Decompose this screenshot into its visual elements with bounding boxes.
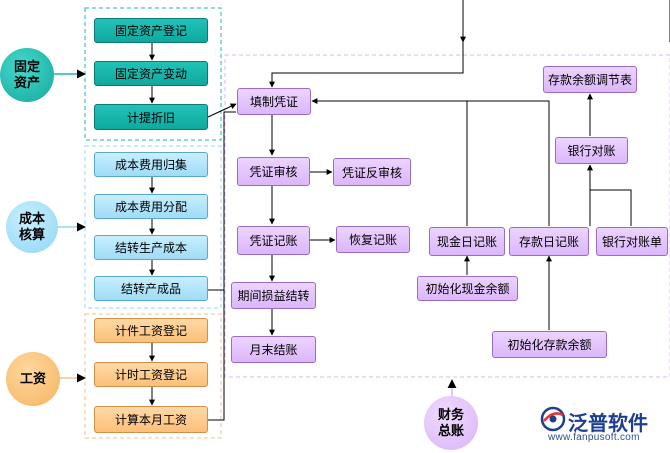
- line-cost-to-voucher: [208, 111, 236, 291]
- cost-accounting-label: 成本 核算: [18, 211, 45, 242]
- brand-name: 泛普软件: [568, 413, 648, 435]
- node-voucher-post[interactable]: 凭证记账: [237, 226, 310, 255]
- node-fixed-asset-change[interactable]: 固定资产变动: [94, 61, 208, 86]
- fixed-assets-circle: 固定 资产: [0, 48, 54, 102]
- node-init-deposit-balance[interactable]: 初始化存款余额: [492, 331, 607, 358]
- node-finished-goods-transfer[interactable]: 结转产成品: [94, 276, 208, 301]
- node-piece-wage-register[interactable]: 计件工资登记: [94, 318, 208, 343]
- fanpu-logo-icon: [540, 406, 566, 432]
- node-cost-collection[interactable]: 成本费用归集: [94, 152, 208, 177]
- wages-circle: 工资: [6, 352, 60, 406]
- node-depreciation[interactable]: 计提折旧: [94, 104, 208, 130]
- fixed-assets-label: 固定 资产: [13, 59, 40, 90]
- node-cash-journal[interactable]: 现金日记账: [429, 227, 505, 256]
- ledger-frame: [224, 54, 670, 378]
- node-bank-statement[interactable]: 银行对账单: [596, 227, 668, 256]
- node-voucher-entry[interactable]: 填制凭证: [237, 88, 311, 115]
- node-time-wage-register[interactable]: 计时工资登记: [94, 362, 208, 387]
- arrow-depr-to-voucher: [207, 103, 237, 118]
- ledger-label: 财务 总账: [437, 407, 464, 438]
- node-fixed-asset-register[interactable]: 固定资产登记: [94, 18, 208, 43]
- line-wage-to-voucher: [208, 290, 225, 421]
- wages-label: 工资: [19, 371, 46, 386]
- node-cost-allocation[interactable]: 成本费用分配: [94, 194, 208, 219]
- node-balance-adjust-table[interactable]: 存款余额调节表: [543, 66, 637, 93]
- ledger-circle: 财务 总账: [424, 396, 478, 450]
- node-voucher-audit[interactable]: 凭证审核: [237, 157, 310, 186]
- node-deposit-journal[interactable]: 存款日记账: [509, 227, 589, 256]
- arrow-top-to-voucher: [269, 0, 464, 88]
- cost-accounting-circle: 成本 核算: [6, 201, 58, 253]
- brand-url: www.fanpusoft.com: [548, 432, 640, 443]
- node-month-end[interactable]: 月末结账: [231, 336, 316, 363]
- node-monthly-wage-calc[interactable]: 计算本月工资: [94, 406, 208, 433]
- node-restore-post[interactable]: 恢复记账: [336, 226, 410, 253]
- node-init-cash-balance[interactable]: 初始化现金余额: [417, 276, 518, 301]
- node-period-pl-transfer[interactable]: 期间损益结转: [231, 282, 316, 309]
- node-bank-reconcile[interactable]: 银行对账: [555, 137, 628, 164]
- node-production-cost-transfer[interactable]: 结转生产成本: [94, 235, 208, 260]
- brand-logo: 泛普软件 www.fanpusoft.com: [540, 405, 665, 447]
- arrow-journals-to-voucher: [311, 98, 550, 226]
- node-voucher-unaudit[interactable]: 凭证反审核: [333, 158, 411, 186]
- arrow-statement-to-reconcile: [587, 164, 632, 226]
